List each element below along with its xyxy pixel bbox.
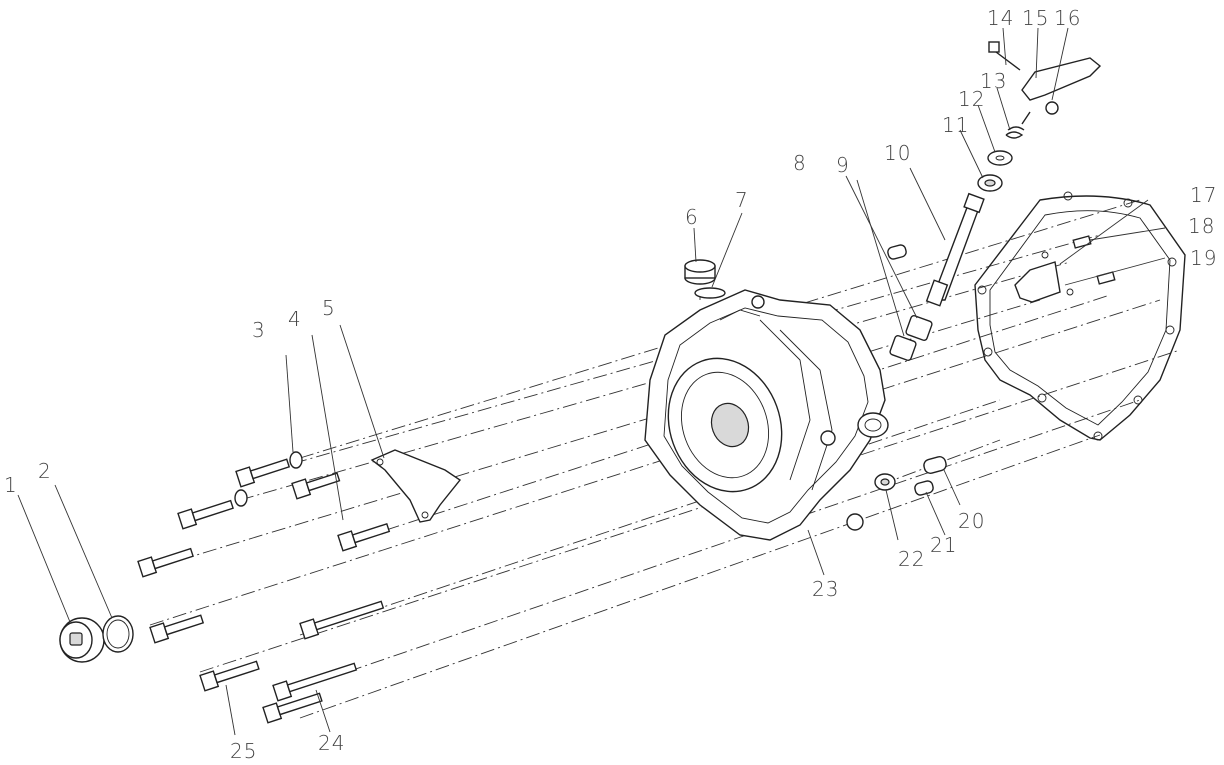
filler-cap <box>684 259 716 285</box>
leader-lines <box>17 27 1166 736</box>
cable-bracket <box>370 449 462 523</box>
callout-21: 21 <box>930 533 957 557</box>
callout-8: 8 <box>793 151 807 175</box>
return-spring <box>1005 111 1031 139</box>
callout-12: 12 <box>958 87 985 111</box>
arm-bolt <box>988 41 1021 71</box>
shift-shaft <box>925 192 985 307</box>
gasket <box>974 191 1186 441</box>
callout-20: 20 <box>958 509 985 533</box>
callout-4: 4 <box>288 307 302 331</box>
callout-14: 14 <box>987 6 1014 30</box>
callout-3: 3 <box>252 318 266 342</box>
callout-2: 2 <box>38 459 52 483</box>
shaft-seal <box>874 473 896 491</box>
assembly-center-lines <box>149 199 1181 719</box>
callout-18: 18 <box>1188 214 1215 238</box>
callout-15: 15 <box>1022 6 1049 30</box>
callout-5: 5 <box>322 296 336 320</box>
dowel-pin <box>887 244 947 496</box>
callout-11: 11 <box>942 113 969 137</box>
shift-arm <box>1021 57 1102 115</box>
o-ring <box>694 287 726 299</box>
needle-bearing <box>889 314 933 362</box>
callout-17: 17 <box>1190 183 1217 207</box>
flat-washer <box>234 451 303 507</box>
callout-labels: 1 2 3 4 5 6 7 8 9 10 11 12 13 14 15 16 1… <box>4 6 1217 763</box>
flange-bolt <box>137 458 391 724</box>
crankcase-cover <box>644 289 889 541</box>
callout-16: 16 <box>1054 6 1081 30</box>
oil-seal <box>977 174 1003 192</box>
callout-24: 24 <box>318 731 345 755</box>
callout-23: 23 <box>812 577 839 601</box>
callout-22: 22 <box>898 547 925 571</box>
callout-1: 1 <box>4 473 18 497</box>
oil-guide-plate <box>1014 251 1074 303</box>
timing-plug <box>59 617 105 663</box>
callout-10: 10 <box>884 141 911 165</box>
callout-25: 25 <box>230 739 257 763</box>
washer <box>987 150 1013 166</box>
callout-19: 19 <box>1190 246 1217 270</box>
callout-9: 9 <box>836 153 850 177</box>
callout-7: 7 <box>735 188 749 212</box>
plug-o-ring <box>102 615 134 653</box>
callout-6: 6 <box>685 205 699 229</box>
callout-13: 13 <box>980 69 1007 93</box>
